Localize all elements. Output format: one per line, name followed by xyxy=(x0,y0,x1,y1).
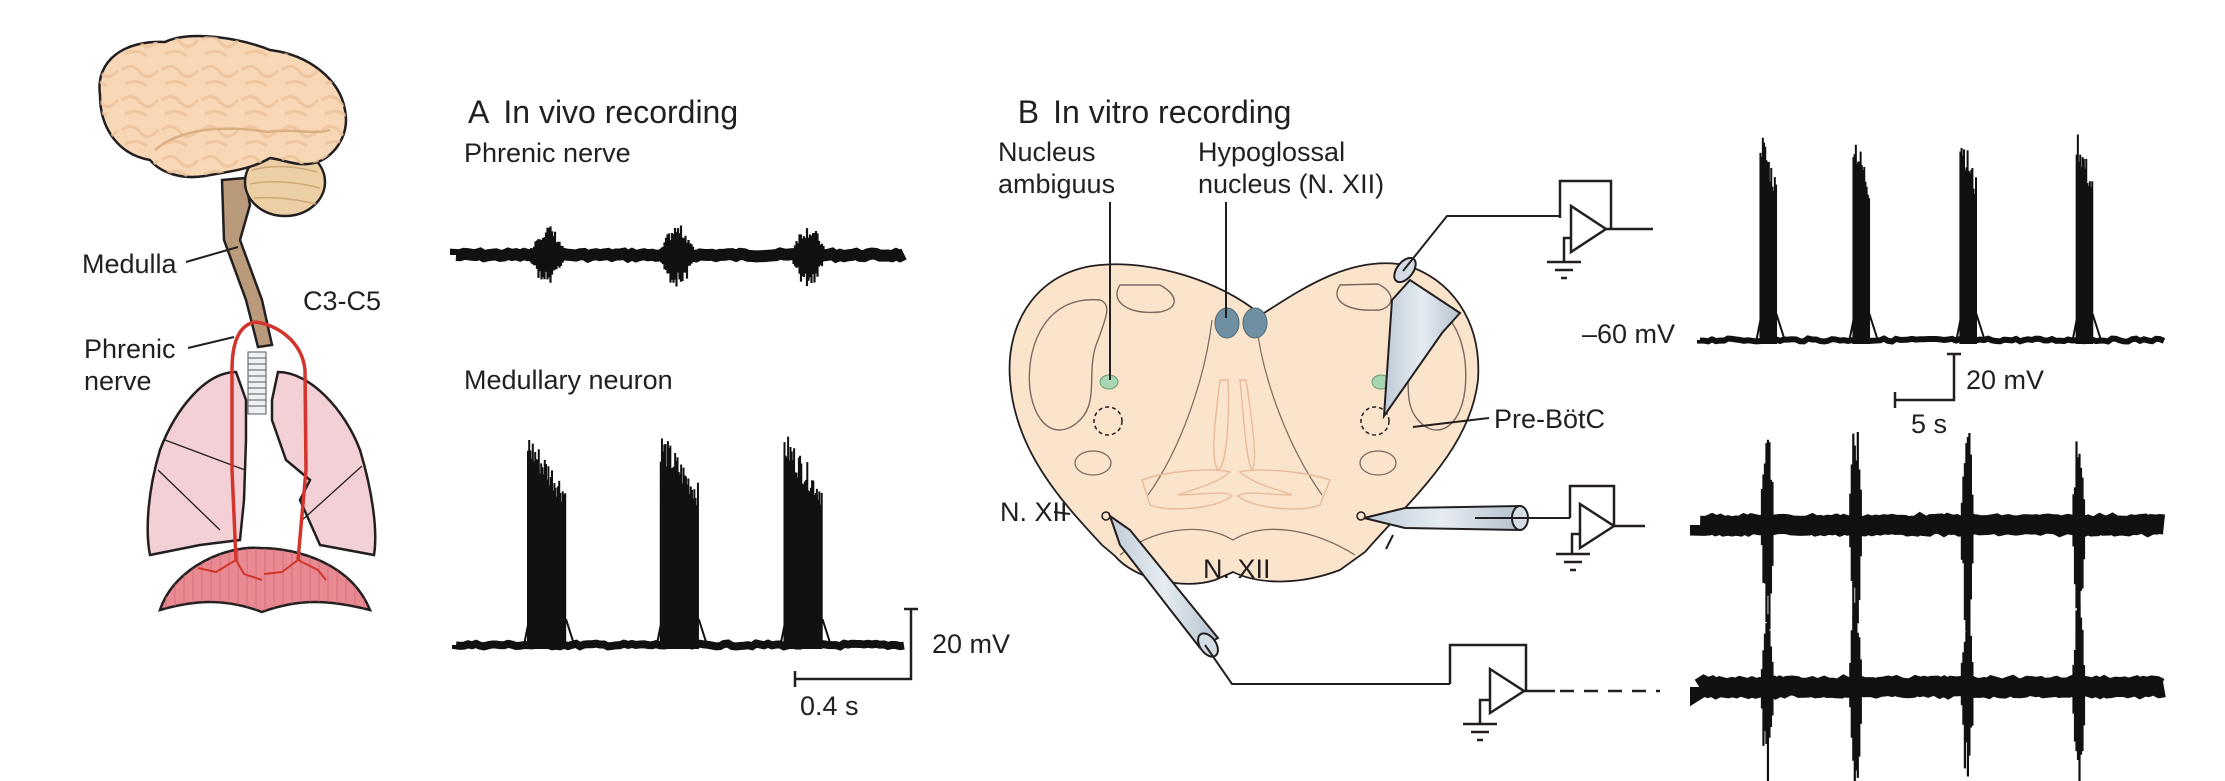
burst-2 xyxy=(658,225,698,287)
trace-n-xii-right- xyxy=(1690,431,2166,641)
nucleus-ambiguus-label: Nucleus ambiguus xyxy=(998,137,1116,199)
panel-a-time-scale: 0.4 s xyxy=(800,691,859,721)
phrenic-leader xyxy=(187,336,235,349)
phrenic-trace-label: Phrenic nerve xyxy=(464,138,631,168)
panel-b-title-text: In vitro recording xyxy=(1053,94,1292,130)
burst-4 xyxy=(2072,441,2087,640)
trace-medullary-neuron xyxy=(452,436,905,651)
trace-n-xii-left- xyxy=(1690,602,2166,781)
left-lung xyxy=(146,370,248,557)
hypoglossal-label: Hypoglossal nucleus (N. XII) xyxy=(1198,137,1385,199)
panel-b-time-scale: 5 s xyxy=(1911,409,1948,439)
n-xii-right-label: N. XII xyxy=(1203,554,1271,584)
burst-1 xyxy=(1760,614,1776,781)
panel-a-title: A In vivo recording xyxy=(452,55,738,131)
suction-electrode-left xyxy=(1108,513,1450,685)
panel-a-voltage-scale: 20 mV xyxy=(932,629,1011,659)
panel-a-letter: A xyxy=(468,94,490,130)
panel-b-leaders xyxy=(1053,202,1490,550)
n-xii-left-label: N. XII xyxy=(1000,497,1068,527)
burst-1 xyxy=(1760,439,1776,630)
burst-3 xyxy=(1955,148,1986,344)
baseline-voltage-label: –60 mV xyxy=(1582,319,1676,349)
pre-botc-left xyxy=(1093,406,1123,436)
panel-b-title: B In vitro recording xyxy=(1000,55,1292,131)
anatomy-illustration xyxy=(99,36,377,614)
panel-a-title-text: In vivo recording xyxy=(503,94,739,130)
trachea xyxy=(247,351,267,415)
phrenic-nerve-left xyxy=(230,320,256,561)
panel-a-scale-bar xyxy=(793,607,918,687)
panel-b-letter: B xyxy=(1017,94,1040,130)
medulla-label: Medulla xyxy=(82,249,177,279)
burst-2 xyxy=(1849,602,1864,781)
spinal-level-label: C3-C5 xyxy=(303,286,382,316)
recording-traces xyxy=(450,134,2166,781)
trace-phrenic-nerve xyxy=(450,225,907,287)
phrenic-nerve-label: Phrenic nerve xyxy=(84,334,176,396)
burst-3 xyxy=(779,436,832,649)
burst-3 xyxy=(1960,615,1975,777)
burst-4 xyxy=(2072,603,2087,781)
panel-b-scale-bar xyxy=(1893,352,1961,408)
pre-botc-label: Pre-BötC xyxy=(1494,404,1606,434)
hypoglossal-nucleus-right xyxy=(1242,307,1268,339)
panel-b-voltage-scale: 20 mV xyxy=(1966,365,2045,395)
burst-2 xyxy=(1848,144,1879,344)
amplifier-3 xyxy=(1448,643,1660,742)
burst-2 xyxy=(655,438,708,649)
amplifier-2 xyxy=(1556,484,1645,572)
medulla-leader xyxy=(185,246,239,263)
trace-pre-b-tc-neuron xyxy=(1697,134,2166,345)
right-lung xyxy=(270,370,377,557)
amplifier-1 xyxy=(1547,179,1653,280)
medullary-trace-label: Medullary neuron xyxy=(464,365,673,395)
burst-1 xyxy=(1755,137,1786,344)
burst-1 xyxy=(523,440,576,649)
burst-3 xyxy=(1960,432,1975,641)
burst-4 xyxy=(2071,134,2102,344)
suction-electrode-right xyxy=(1363,504,1570,532)
burst-2 xyxy=(1849,431,1864,640)
pre-botc-right xyxy=(1360,406,1390,436)
burst-1 xyxy=(528,226,567,283)
burst-3 xyxy=(789,228,828,286)
phrenic-nerve-right xyxy=(254,320,308,561)
